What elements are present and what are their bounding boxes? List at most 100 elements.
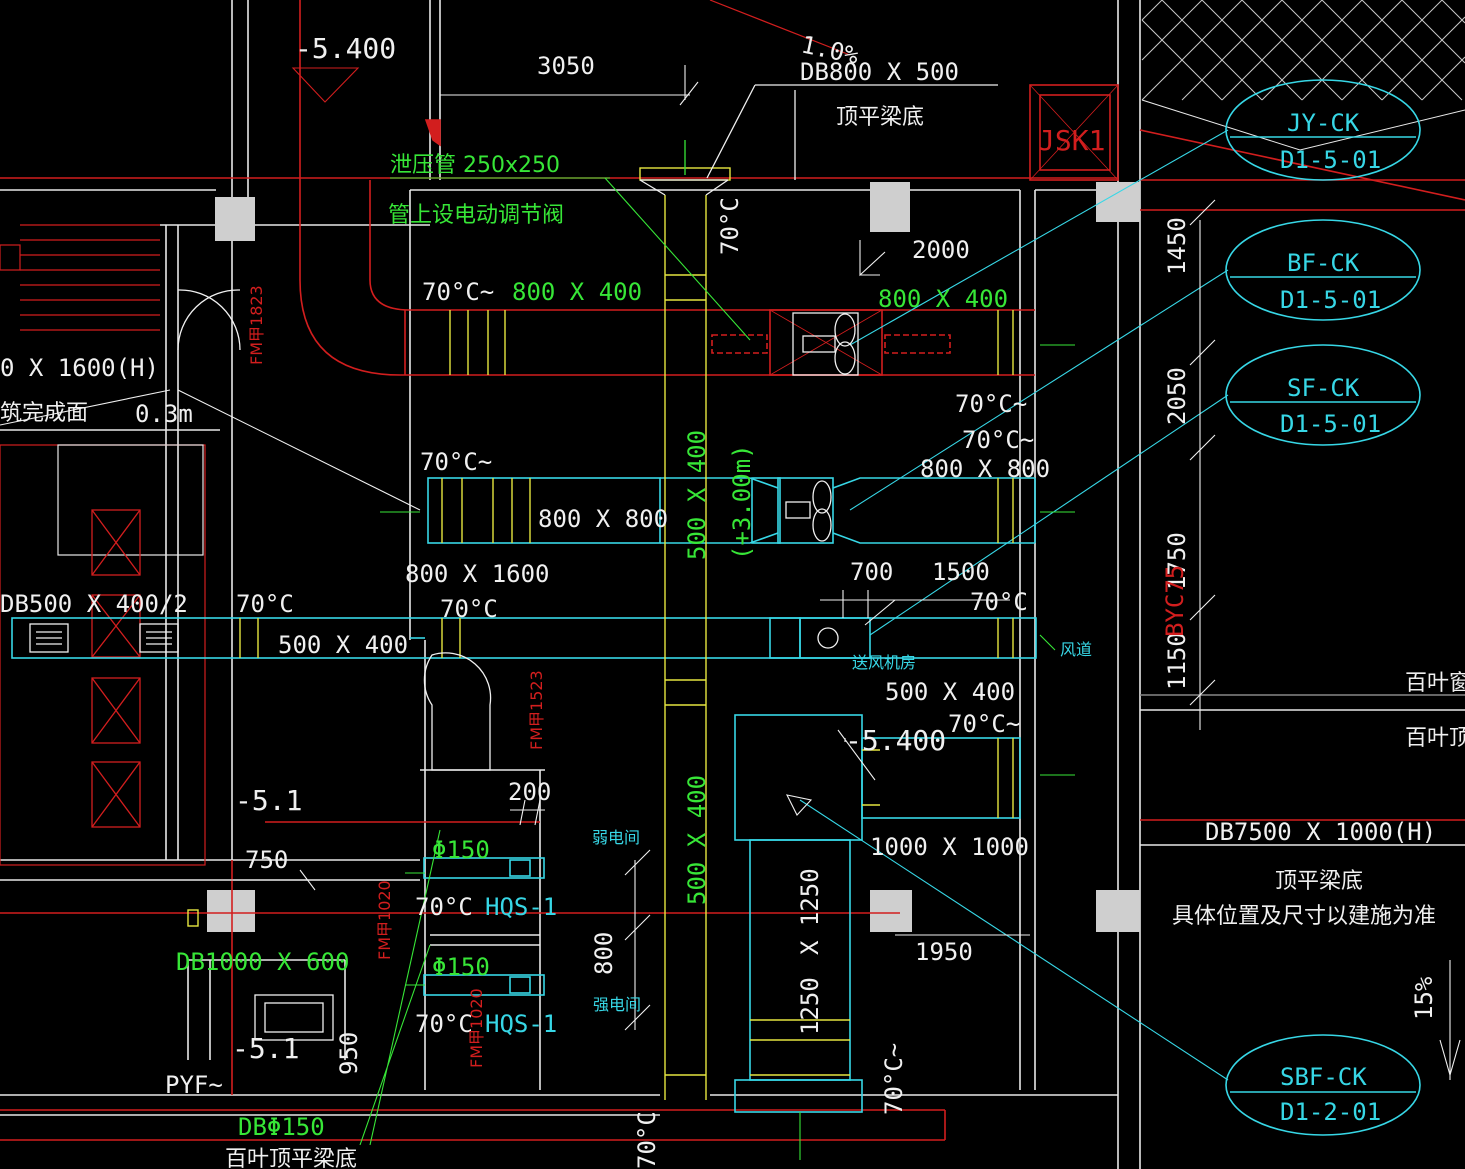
dim-1450: 1450 — [1163, 217, 1191, 275]
tag-bf-ck-code: BF-CK — [1287, 249, 1360, 277]
phi150-b: Φ150 — [432, 953, 490, 981]
fm-1020b: FM甲1020 — [467, 988, 486, 1068]
elevation-5-1b: -5.1 — [232, 1032, 299, 1065]
tag-sbf-ck-ref: D1-2-01 — [1280, 1098, 1381, 1126]
x-1250: X 1250 — [796, 868, 824, 955]
mid-size-left: 800 X 800 — [538, 505, 668, 533]
left-0-3m: 0.3m — [135, 400, 193, 428]
fm-1020: FM甲1020 — [375, 880, 394, 960]
fan-room: 送风机房 — [852, 653, 916, 672]
dim-1150: 1150 — [1163, 632, 1191, 690]
byc-label: BYC75 — [1161, 565, 1189, 637]
tag-sf-ck — [1225, 344, 1421, 446]
tag-sf-ck-ref: D1-5-01 — [1280, 410, 1381, 438]
tag-sf-ck-code: SF-CK — [1287, 374, 1360, 402]
equipment-tags — [1225, 79, 1421, 1136]
hqs-temp-b: 70°C — [415, 1010, 473, 1038]
temp-70-bottom: 70°C — [633, 1111, 661, 1169]
louver-2: 百叶顶 — [1405, 726, 1465, 751]
stair-lines — [0, 224, 206, 866]
hqs-a: HQS-1 — [485, 893, 557, 921]
tag-bf-ck — [1225, 219, 1421, 321]
db-top-size: DB800 X 500 — [800, 58, 959, 86]
vertical-500-400: 500 X 400 — [683, 430, 711, 560]
red-ductwork — [0, 0, 1465, 1141]
mid-temp-right-1: 70°C~ — [955, 390, 1027, 418]
slope-15: 15% — [1410, 976, 1438, 1020]
temp-70-right-3: 70°C~ — [948, 710, 1020, 738]
build-note: 具体位置及尺寸以建施为准 — [1172, 904, 1436, 929]
hatched-soil-area — [1141, 0, 1465, 151]
tag-jy-ck-ref: D1-5-01 — [1280, 146, 1381, 174]
temp-vertical: 70°C — [716, 197, 744, 255]
mid-temp-left: 70°C~ — [420, 448, 492, 476]
dim-800: 800 — [590, 932, 618, 975]
dim-1500: 1500 — [932, 558, 990, 586]
dim-1750: 1750 — [1163, 532, 1191, 590]
tag-jy-ck-code: JY-CK — [1287, 109, 1360, 137]
dim-3050: 3050 — [537, 52, 595, 80]
labels-cyan: HQS-1 HQS-1 弱电间 强电间 送风机房 风道 JY-CK D1-5-0… — [485, 109, 1381, 1126]
structural-columns — [207, 182, 1140, 932]
relief-pipe-note: 管上设电动调节阀 — [388, 203, 564, 228]
air-shaft: 风道 — [1060, 640, 1092, 659]
temp-70-c: 70°C — [236, 590, 294, 618]
relief-pipe-label: 泄压管 250x250 — [390, 153, 560, 178]
labels-red: JSK1 FM甲1823 FM甲1523 FM甲1020 FM甲1020 BYC… — [247, 124, 1189, 1068]
elevation-5-1: -5.1 — [235, 784, 302, 817]
db1000-size: DB1000 X 600 — [176, 948, 349, 976]
mid-temp-right-2: 70°C~ — [962, 426, 1034, 454]
duct-top-size-right: 800 X 400 — [878, 285, 1008, 313]
dim-1950: 1950 — [915, 938, 973, 966]
beam-bottom-low: 百叶顶平梁底 — [225, 1147, 357, 1169]
green-leaders — [359, 177, 1075, 1160]
equipment-symbols — [29, 84, 998, 1041]
pyf-label: PYF~ — [165, 1071, 223, 1099]
fm-1523: FM甲1523 — [527, 670, 546, 750]
vertical-500-400-low: 500 X 400 — [683, 775, 711, 905]
tag-jy-ck — [1225, 79, 1421, 181]
labels-white: -5.400 3050 1.0% DB800 X 500 顶平梁底 70°C 2… — [0, 30, 1465, 1169]
elevation-mid: -5.400 — [845, 724, 946, 757]
beam-bottom-right: 顶平梁底 — [1275, 869, 1363, 894]
vertical-elevation: (+3.00m) — [728, 444, 756, 560]
temp-70-low: 70°C~ — [880, 1043, 908, 1115]
size-1000: 1000 X 1000 — [870, 833, 1029, 861]
temp-70-c2: 70°C — [440, 595, 498, 623]
hqs-b: HQS-1 — [485, 1010, 557, 1038]
phi150-a: Φ150 — [432, 836, 490, 864]
cyan-ductwork — [11, 477, 1037, 1113]
dimension-lines — [0, 65, 1461, 1080]
db-phi150: DBΦ150 — [238, 1113, 325, 1141]
elevation-top: -5.400 — [295, 32, 396, 65]
db7500-size: DB7500 X 1000(H) — [1205, 818, 1436, 846]
left-note: 筑完成面 — [0, 401, 88, 426]
dim-750: 750 — [245, 846, 288, 874]
room-weak-current: 弱电间 — [592, 828, 640, 847]
duct-top-size: 800 X 400 — [512, 278, 642, 306]
size-500-400-right: 500 X 400 — [885, 678, 1015, 706]
dim-200: 200 — [508, 778, 551, 806]
dim-2050: 2050 — [1163, 367, 1191, 425]
louver-1: 百叶窗 — [1405, 671, 1465, 696]
shaft-markers — [91, 509, 141, 828]
room-strong-current: 强电间 — [593, 995, 641, 1014]
beam-bottom-top: 顶平梁底 — [836, 105, 924, 130]
d-1250: 1250 — [796, 977, 824, 1035]
tag-leaders — [799, 129, 1229, 1081]
db500-size: DB500 X 400/2 — [0, 590, 188, 618]
size-800-1600: 800 X 1600 — [405, 560, 550, 588]
duct-500-400: 500 X 400 — [278, 631, 408, 659]
tag-sbf-ck-code: SBF-CK — [1280, 1063, 1367, 1091]
hqs-temp-a: 70°C — [415, 893, 473, 921]
tag-bf-ck-ref: D1-5-01 — [1280, 286, 1381, 314]
labels-green: 泄压管 250x250 管上设电动调节阀 800 X 400 800 X 400… — [176, 153, 1008, 1141]
left-size: 0 X 1600(H) — [0, 354, 159, 382]
slope-arrow — [709, 0, 851, 56]
dim-950: 950 — [335, 1032, 363, 1075]
dim-2000: 2000 — [912, 236, 970, 264]
dim-700: 700 — [850, 558, 893, 586]
duct-top-temp: 70°C~ — [422, 278, 494, 306]
